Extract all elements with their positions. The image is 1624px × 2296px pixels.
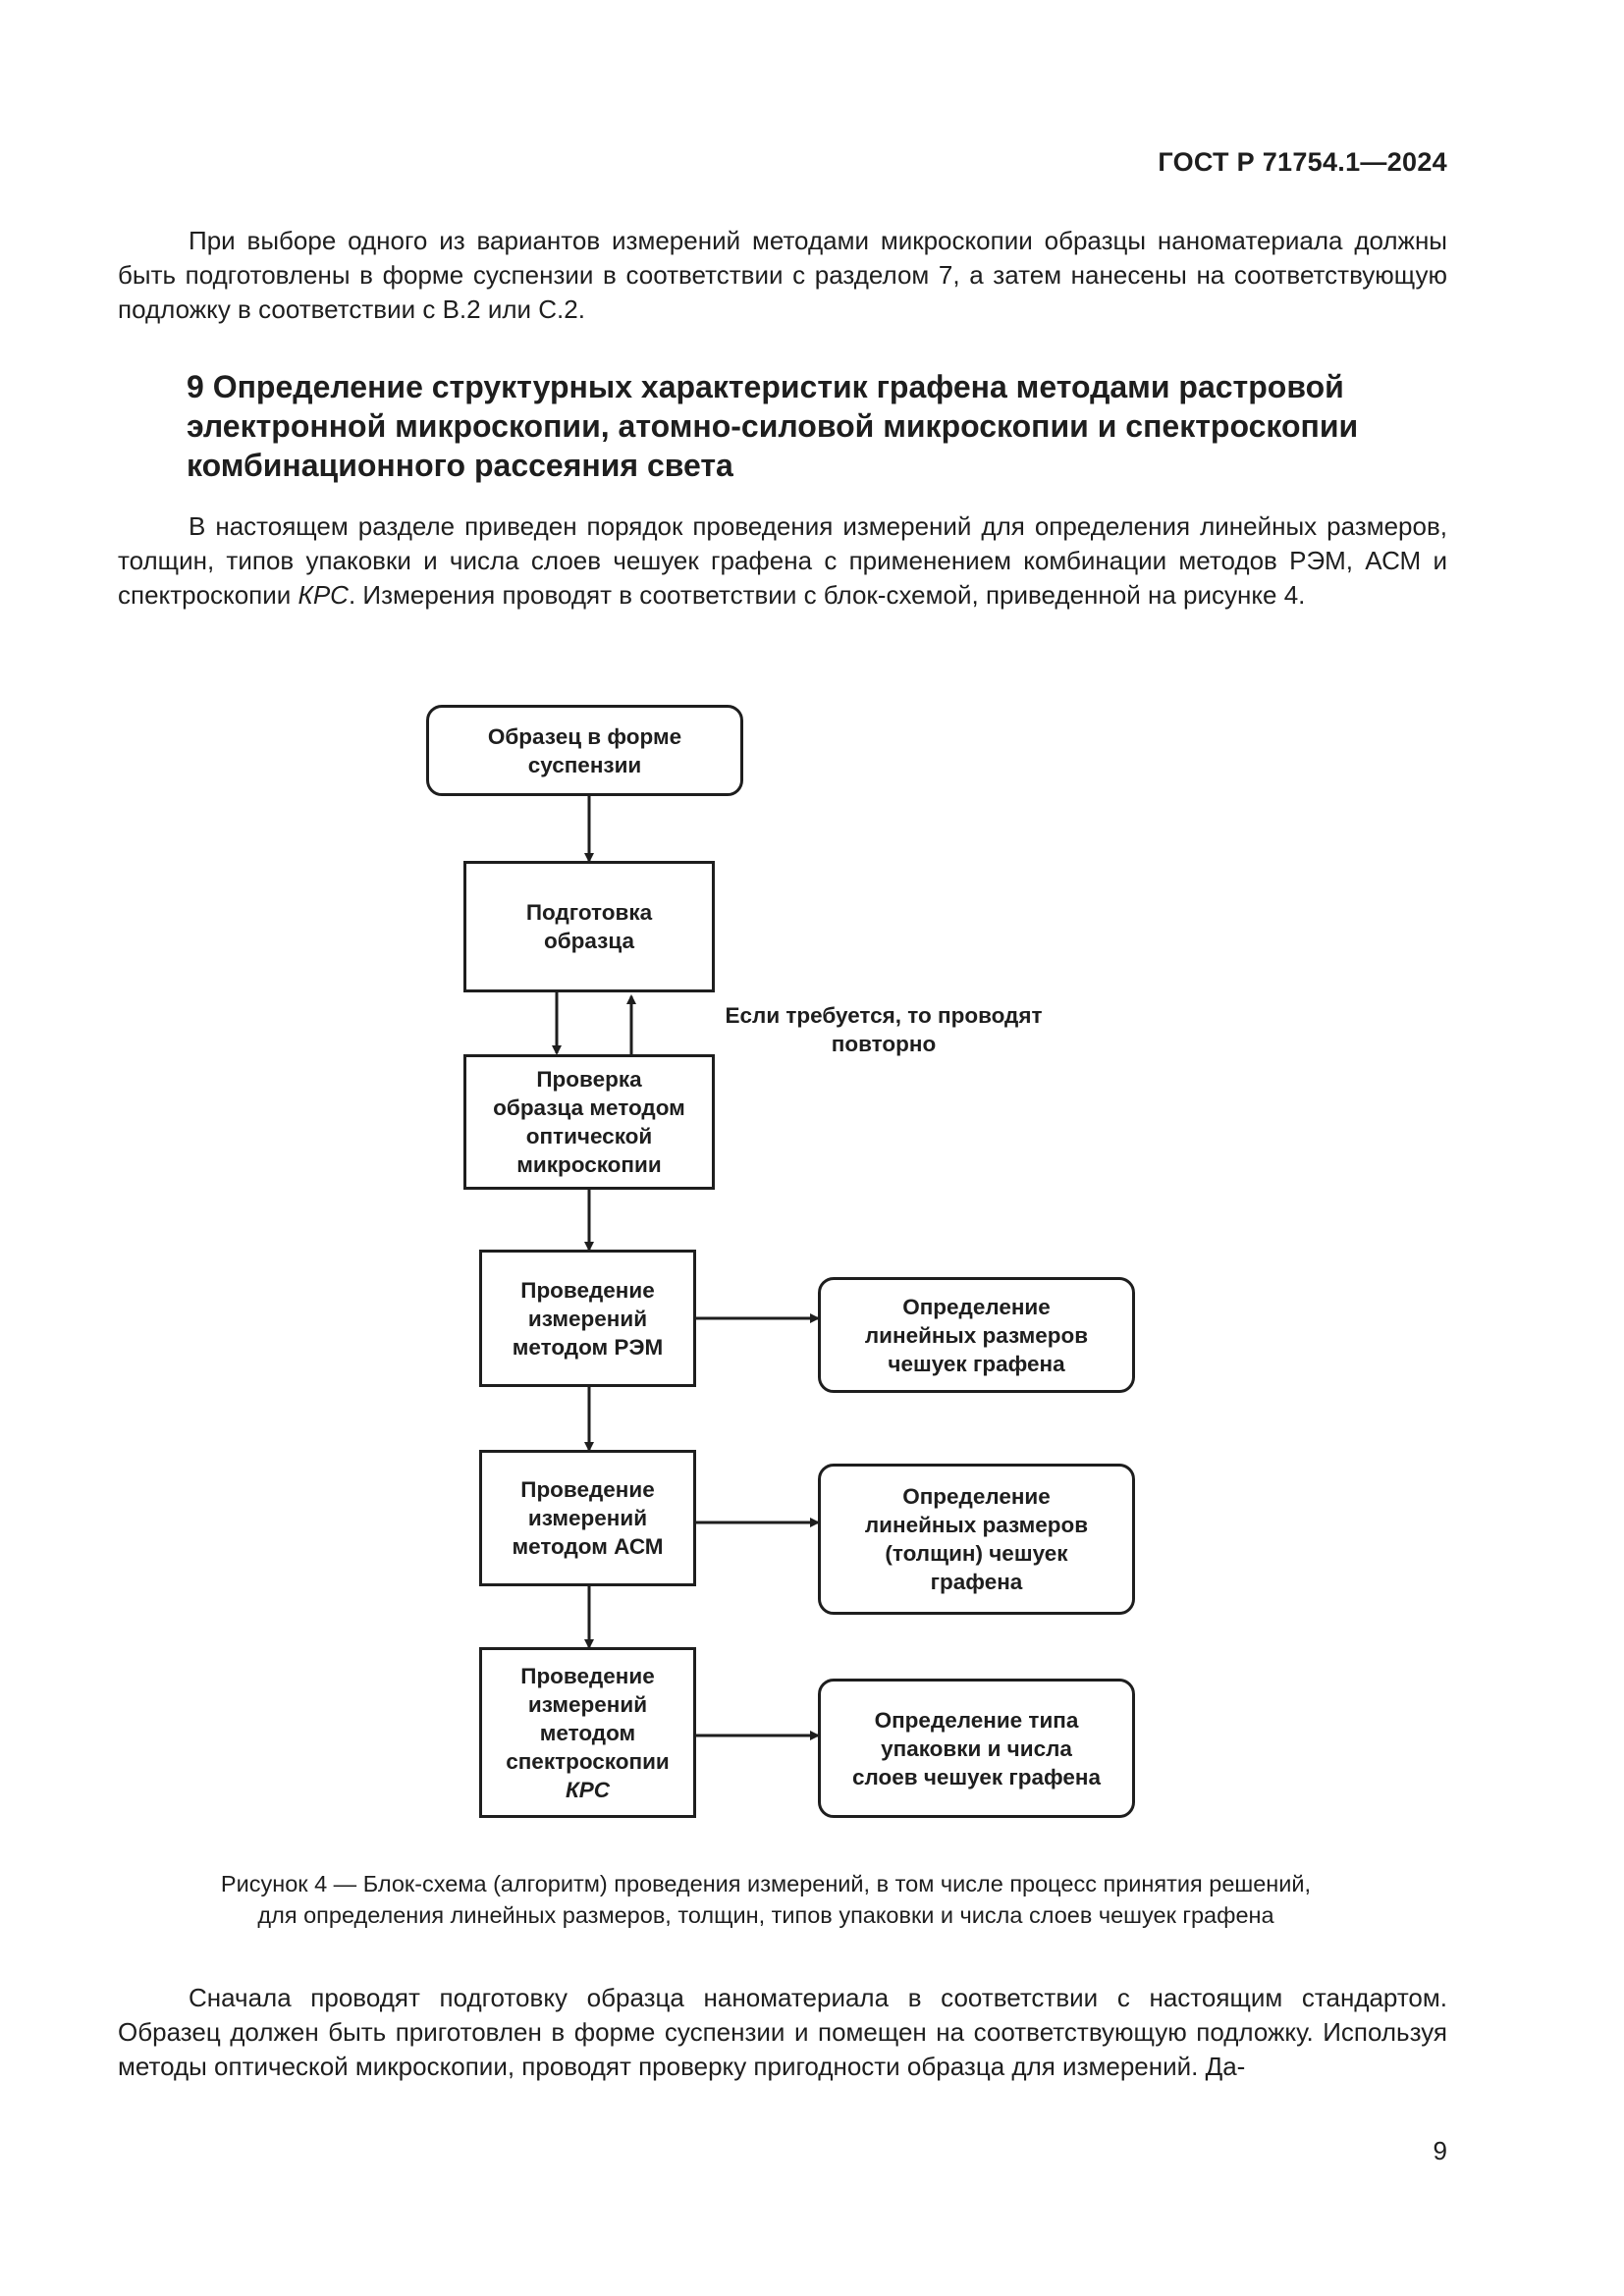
section-paragraph: В настоящем разделе приведен порядок про… [118, 509, 1447, 613]
flow-box-sem-result: Определение линейных размеров чешуек гра… [818, 1277, 1135, 1393]
flow-text-line: микроскопии [516, 1152, 662, 1177]
flow-box-sem-text: Проведение измерений методом РЭМ [513, 1276, 663, 1362]
flow-text-line: измерений [527, 1506, 648, 1530]
repeat-note-line: Если требуется, то проводят [725, 1003, 1043, 1028]
flow-text-line: методом [539, 1720, 636, 1745]
flow-text-line: линейных размеров [864, 1513, 1089, 1537]
flow-box-raman-result-text: Определение типа упаковки и числа слоев … [852, 1706, 1101, 1791]
flow-box-sem: Проведение измерений методом РЭМ [479, 1250, 696, 1387]
flow-text-line: спектроскопии [506, 1748, 670, 1774]
standard-designation: ГОСТ Р 71754.1—2024 [1158, 147, 1447, 177]
flow-box-raman: Проведение измерений методом спектроскоп… [479, 1647, 696, 1818]
flow-text-line: Проведение [520, 1277, 655, 1303]
figure-caption: Рисунок 4 — Блок-схема (алгоритм) провед… [147, 1868, 1384, 1931]
section-paragraph-italic: КРС [298, 580, 349, 610]
figure-caption-line: Рисунок 4 — Блок-схема (алгоритм) провед… [220, 1871, 1312, 1896]
flow-text-line: Образец в форме [487, 723, 682, 749]
flow-box-preparation: Подготовка образца [463, 861, 715, 992]
flow-text-line: КРС [565, 1777, 611, 1802]
flow-box-afm-result: Определение линейных размеров (толщин) ч… [818, 1464, 1135, 1615]
flow-text-line: графена [930, 1570, 1023, 1594]
section-heading: 9 Определение структурных характеристик … [187, 369, 1359, 483]
figure-caption-line: для определения линейных размеров, толщи… [257, 1902, 1274, 1928]
flow-box-sem-result-text: Определение линейных размеров чешуек гра… [865, 1293, 1088, 1378]
flow-text-line: Определение типа [874, 1707, 1079, 1733]
flow-text-line: оптической [525, 1124, 653, 1148]
flow-text-line: измерений [527, 1691, 648, 1717]
section-paragraph-text-end: . Измерения проводят в соответствии с бл… [348, 580, 1306, 610]
intro-paragraph: При выборе одного из вариантов измерений… [118, 226, 1447, 324]
flow-text-line: упаковки и числа [881, 1735, 1072, 1761]
repeat-note-line: повторно [831, 1032, 937, 1056]
flow-box-raman-text: Проведение измерений методом спектроскоп… [506, 1662, 670, 1804]
flow-box-afm-text: Проведение измерений методом АСМ [512, 1475, 663, 1561]
flow-text-line: (толщин) чешуек [885, 1541, 1068, 1566]
flow-box-afm: Проведение измерений методом АСМ [479, 1450, 696, 1586]
flow-box-afm-result-text: Определение линейных размеров (толщин) ч… [865, 1482, 1088, 1596]
repeat-note: Если требуется, то проводят повторно [687, 1001, 1080, 1058]
page-number: 9 [1433, 2136, 1447, 2165]
flow-box-optical-check-text: Проверка образца методом оптической микр… [493, 1065, 685, 1179]
flow-text-line: методом АСМ [512, 1534, 664, 1559]
flow-text-line: Определение [902, 1294, 1051, 1319]
flow-text-line: Проведение [520, 1663, 655, 1688]
flow-box-preparation-text: Подготовка образца [526, 898, 652, 955]
flow-box-sample: Образец в форме суспензии [426, 705, 743, 796]
flow-text-line: образца методом [493, 1095, 685, 1120]
flow-text-line: Проведение [520, 1477, 655, 1502]
flow-text-line: Определение [902, 1484, 1051, 1509]
flow-text-line: чешуек графена [888, 1351, 1065, 1376]
flow-text-line: Подготовка [525, 900, 653, 925]
flow-text-line: Проверка [536, 1067, 642, 1092]
flow-text-line: образца [544, 929, 634, 953]
flow-box-sample-text: Образец в форме суспензии [488, 722, 681, 779]
flow-text-line: линейных размеров [864, 1322, 1089, 1348]
flow-text-line: слоев чешуек графена [851, 1764, 1102, 1789]
flow-box-optical-check: Проверка образца методом оптической микр… [463, 1054, 715, 1190]
closing-paragraph: Сначала проводят подготовку образца нано… [118, 1983, 1447, 2081]
flow-text-line: методом РЭМ [512, 1334, 664, 1360]
flow-text-line: суспензии [527, 752, 642, 777]
flow-box-raman-result: Определение типа упаковки и числа слоев … [818, 1679, 1135, 1818]
section-paragraph-text: В настоящем разделе приведен порядок про… [118, 511, 1447, 610]
flow-text-line: измерений [527, 1306, 648, 1331]
